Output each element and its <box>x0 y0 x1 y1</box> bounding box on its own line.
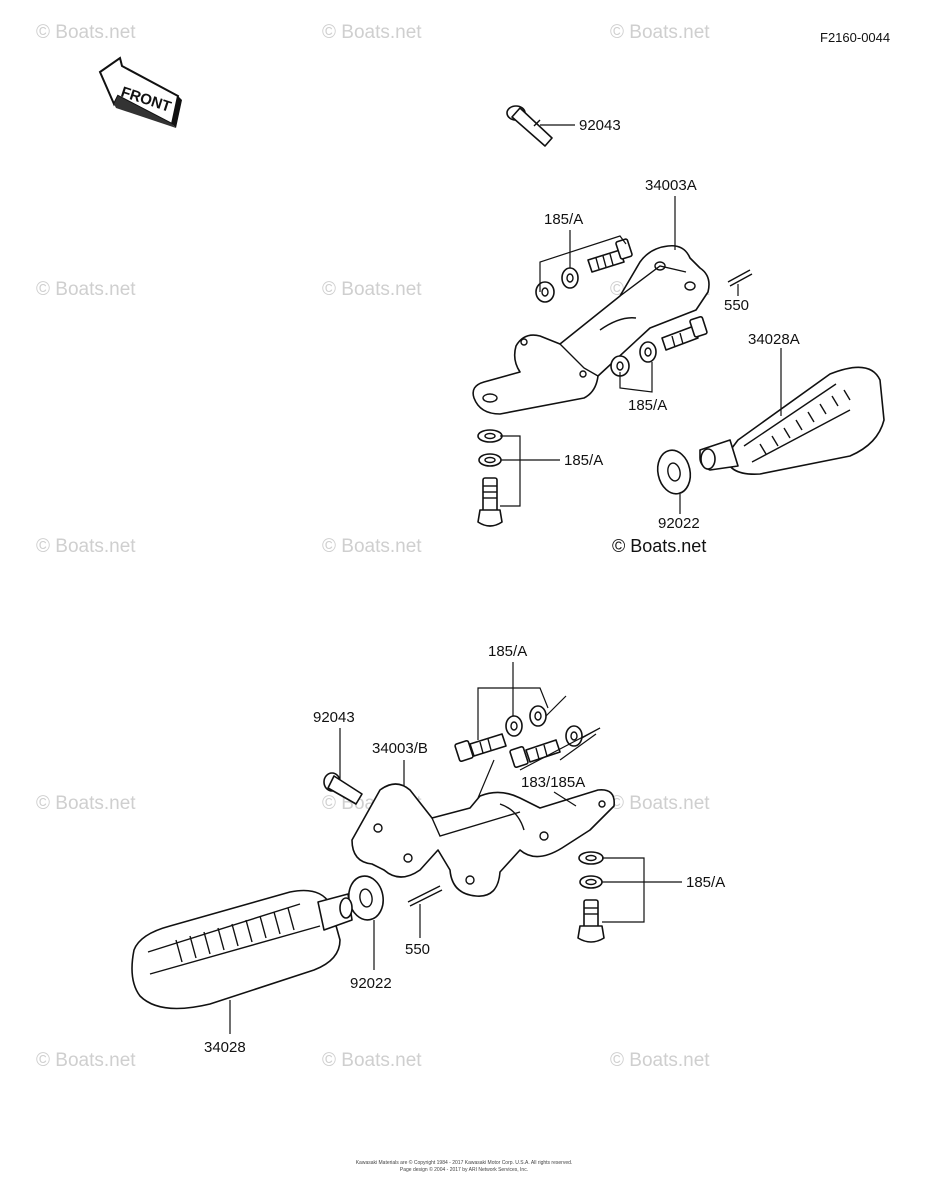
pin-icon <box>323 772 363 805</box>
bolt-icon <box>577 899 605 943</box>
watermark: © Boats.net <box>36 536 136 557</box>
washer-icon <box>348 875 384 921</box>
part-label-bolt-washers-top: 185/A <box>488 643 527 660</box>
bolt-icon <box>587 238 633 273</box>
part-label-footpeg: 34028A <box>748 331 800 348</box>
part-label-pin: 92043 <box>579 117 621 134</box>
cotter-pin-icon <box>727 269 753 287</box>
watermark: © Boats.net <box>610 1050 710 1071</box>
pin-icon <box>506 105 553 147</box>
bolt-icon <box>661 315 708 351</box>
washer-icon <box>505 705 547 737</box>
footer-copyright: Kawasaki Materials are © Copyright 1984 … <box>356 1159 573 1166</box>
part-label-bolt-washers-bottom: 185/A <box>686 874 725 891</box>
watermark: © Boats.net <box>36 1050 136 1071</box>
washer-icon <box>656 449 692 495</box>
washer-icon <box>535 267 579 303</box>
footer-page-design: Page design © 2004 - 2017 by ARI Network… <box>400 1166 528 1173</box>
watermark: © Boats.net <box>322 279 422 300</box>
part-label-bolt-washers-top: 185/A <box>544 211 583 228</box>
front-arrow-icon: FRONT <box>98 56 182 128</box>
part-label-bolt-washers-bottom: 185/A <box>564 452 603 469</box>
part-label-pin: 92043 <box>313 709 355 726</box>
watermark-grid: © Boats.net © Boats.net © Boats.net © Bo… <box>36 22 710 1071</box>
part-label-cotter-pin: 550 <box>724 297 749 314</box>
bolt-icon <box>454 733 507 763</box>
watermark: © Boats.net <box>36 22 136 43</box>
bolt-icon <box>509 739 561 769</box>
washer-icon <box>578 851 604 889</box>
cotter-pin-icon <box>407 885 443 907</box>
watermark: © Boats.net <box>322 536 422 557</box>
footpeg-icon <box>131 889 353 1010</box>
bracket-icon <box>472 244 710 415</box>
watermark: © Boats.net <box>610 793 710 814</box>
washer-icon <box>565 725 583 747</box>
watermark: © Boats.net <box>610 22 710 43</box>
part-label-bracket: 34003A <box>645 177 697 194</box>
part-label-bolt-washers-right: 183/185A <box>521 774 585 791</box>
part-label-bolt-washers-mid: 185/A <box>628 397 667 414</box>
watermark: © Boats.net <box>322 1050 422 1071</box>
part-label-cotter-pin: 550 <box>405 941 430 958</box>
washer-icon <box>477 429 503 467</box>
washer-icon <box>610 341 657 377</box>
watermark: © Boats.net <box>36 793 136 814</box>
diagram-code: F2160-0044 <box>820 30 890 45</box>
part-label-footpeg: 34028 <box>204 1039 246 1056</box>
part-label-washer: 92022 <box>350 975 392 992</box>
watermark: © Boats.net <box>322 22 422 43</box>
part-label-bracket: 34003/B <box>372 740 428 757</box>
upper-assembly: 92043 34003A <box>472 105 885 556</box>
bolt-icon <box>477 477 503 527</box>
footpeg-icon <box>699 366 885 475</box>
copyright-label: © Boats.net <box>612 536 706 556</box>
lower-assembly: 185/A 92043 34003/B <box>131 643 725 1056</box>
watermark: © Boats.net <box>36 279 136 300</box>
part-label-washer: 92022 <box>658 515 700 532</box>
bracket-icon <box>351 783 615 897</box>
